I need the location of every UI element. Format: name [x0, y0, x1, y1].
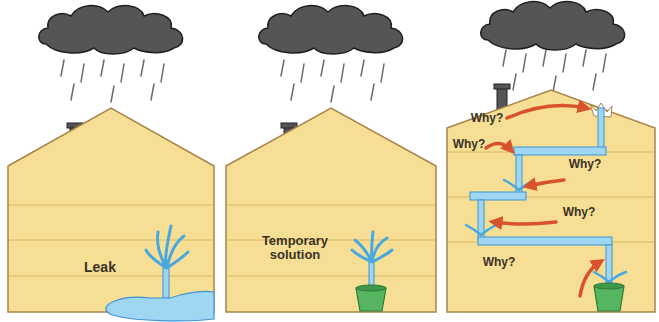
- rain: [61, 60, 164, 102]
- house-label: Temporary solution: [254, 234, 336, 263]
- house: Leak: [8, 108, 214, 312]
- why-label: Why?: [448, 138, 490, 151]
- why-label: Why?: [466, 112, 508, 125]
- why-label: Why?: [558, 206, 600, 219]
- house-label: Leak: [70, 260, 130, 275]
- why-label: Why?: [564, 158, 606, 171]
- rain-cloud: [259, 6, 403, 54]
- chimney-cap: [494, 84, 510, 89]
- house-body: [226, 108, 436, 312]
- why-label: Why?: [478, 256, 520, 269]
- house-outline: [226, 108, 436, 312]
- house-outline: [8, 108, 214, 312]
- house-body: [8, 108, 214, 312]
- house-body: [447, 90, 655, 312]
- house: Why? Why? Why? Why? Why?: [447, 90, 655, 312]
- rain: [503, 50, 606, 92]
- rain: [281, 60, 384, 102]
- house: Temporary solution: [226, 108, 436, 312]
- rain-cloud: [39, 6, 183, 54]
- rain-cloud: [481, 2, 625, 50]
